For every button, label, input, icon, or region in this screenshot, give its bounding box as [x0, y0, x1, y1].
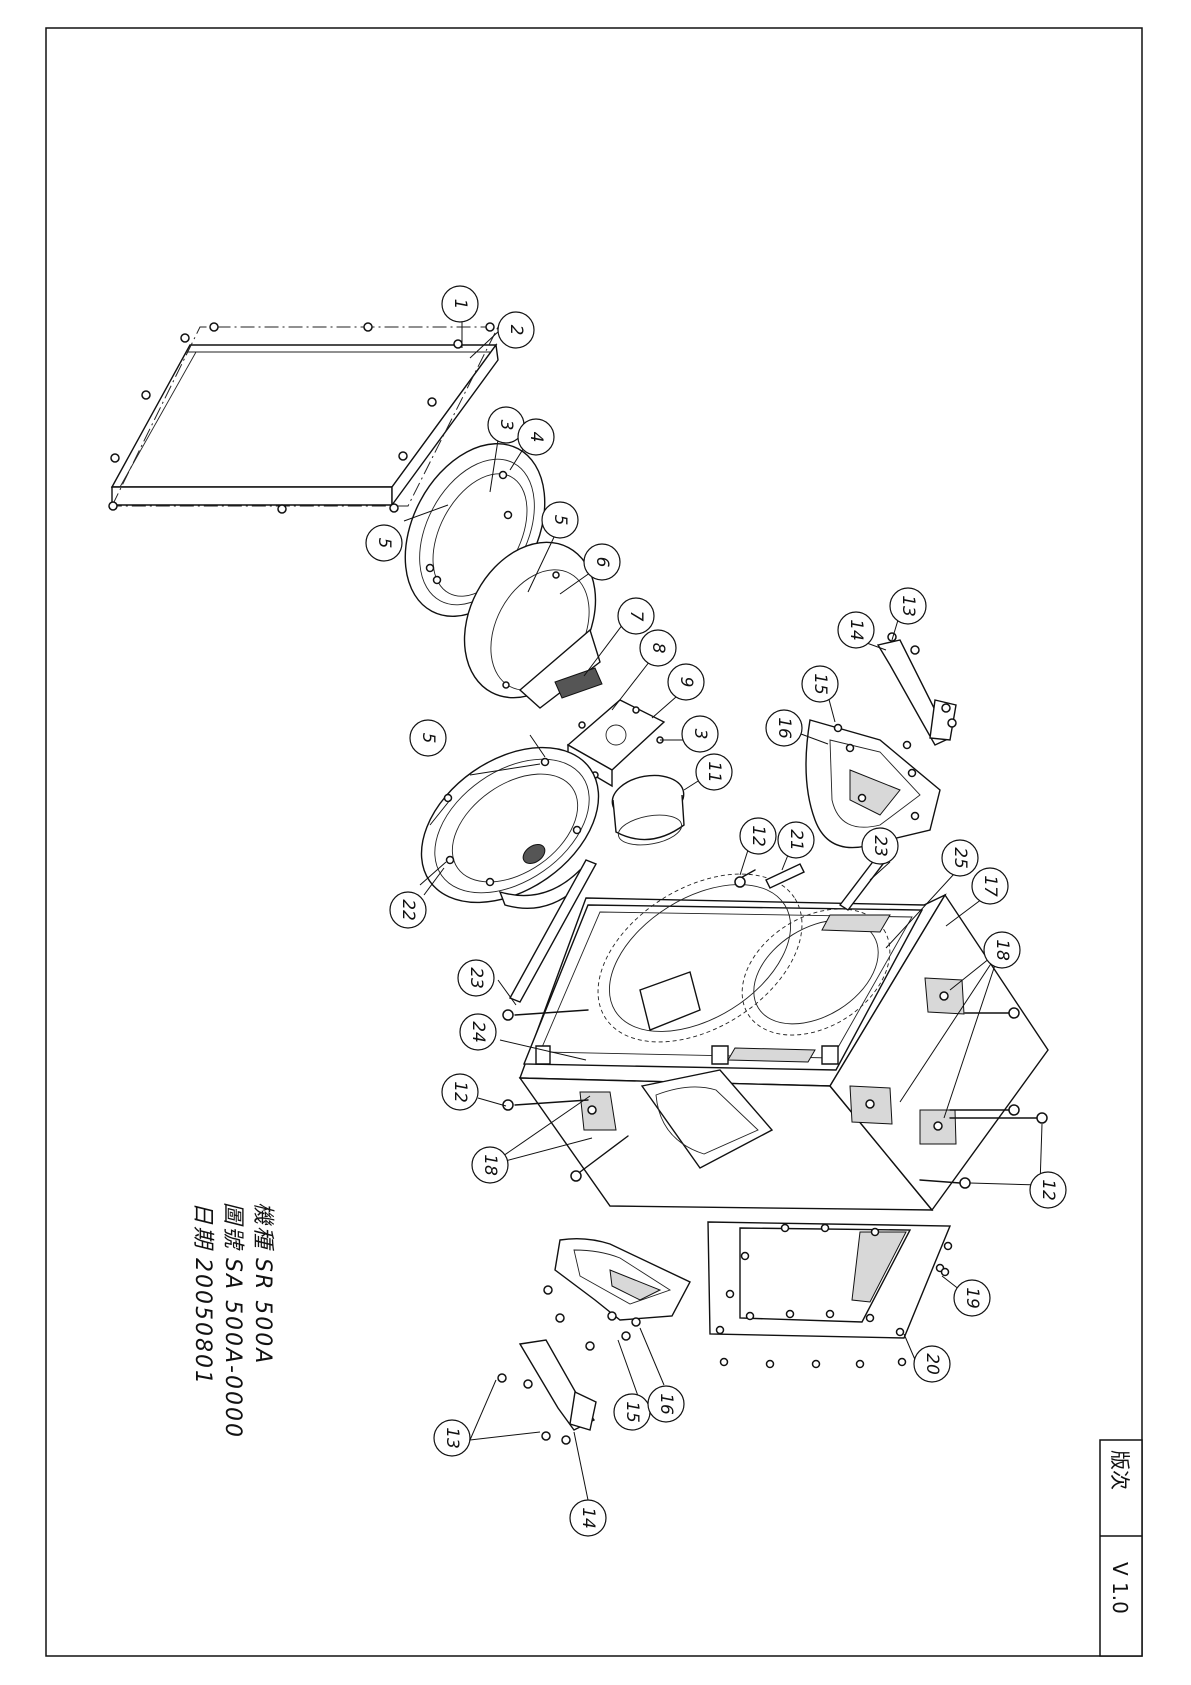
svg-text:8: 8 — [648, 643, 668, 654]
callout-18-left: 18 — [472, 1147, 508, 1183]
callout-13-right: 13 — [890, 588, 926, 624]
revision-value: V 1.0 — [1108, 1562, 1132, 1614]
svg-text:22: 22 — [398, 899, 418, 921]
svg-text:16: 16 — [774, 717, 794, 739]
svg-text:25: 25 — [950, 847, 970, 869]
date-value: 20050801 — [190, 1258, 215, 1386]
callout-18-right: 18 — [984, 932, 1020, 968]
svg-text:24: 24 — [468, 1021, 488, 1043]
callout-13-left: 13 — [434, 1420, 470, 1456]
callout-12-right: 12 — [1030, 1172, 1066, 1208]
svg-text:12: 12 — [748, 825, 768, 847]
svg-text:3: 3 — [496, 420, 516, 431]
handle-bar-right — [878, 633, 956, 745]
callout-12-top: 12 — [740, 818, 776, 854]
svg-text:20: 20 — [922, 1353, 942, 1375]
callout-14-left: 14 — [570, 1500, 606, 1536]
callout-16-right: 16 — [766, 710, 802, 746]
callout-23-top: 23 — [862, 828, 898, 864]
callout-9: 9 — [668, 664, 704, 700]
callout-19: 19 — [954, 1280, 990, 1316]
handle-cup-right — [806, 720, 940, 848]
svg-text:5: 5 — [418, 733, 438, 744]
callout-6: 6 — [584, 544, 620, 580]
callout-3b: 3 — [682, 716, 718, 752]
handle-cup-left — [544, 1239, 690, 1350]
callout-5a: 5 — [366, 525, 402, 561]
svg-text:7: 7 — [626, 611, 646, 622]
svg-text:3: 3 — [690, 729, 710, 740]
svg-text:4: 4 — [526, 432, 546, 443]
callout-20: 20 — [914, 1346, 950, 1382]
svg-text:18: 18 — [992, 939, 1012, 961]
callout-11: 11 — [696, 754, 732, 790]
svg-text:13: 13 — [442, 1427, 462, 1449]
svg-text:5: 5 — [374, 538, 394, 549]
title-block: 機種 SR 500A 圖號 SA 500A-0000 日期 20050801 — [190, 1202, 275, 1439]
callout-7: 7 — [618, 598, 654, 634]
svg-text:16: 16 — [656, 1393, 676, 1415]
svg-text:14: 14 — [846, 619, 866, 641]
model-label: 機種 — [250, 1202, 275, 1252]
svg-text:14: 14 — [578, 1507, 598, 1529]
callout-2: 2 — [498, 312, 534, 348]
drawing-number-label: 圖號 — [220, 1202, 245, 1251]
svg-text:12: 12 — [1038, 1179, 1058, 1201]
svg-text:9: 9 — [676, 677, 696, 688]
callout-22: 22 — [390, 892, 426, 928]
svg-text:1: 1 — [450, 299, 470, 310]
svg-text:17: 17 — [980, 875, 1000, 897]
callout-15-right: 15 — [802, 666, 838, 702]
revision-label: 版次 — [1108, 1450, 1132, 1490]
svg-text:11: 11 — [704, 761, 724, 783]
callout-8: 8 — [640, 630, 676, 666]
callout-25: 25 — [942, 840, 978, 876]
svg-text:15: 15 — [622, 1401, 642, 1423]
callout-23-left: 23 — [458, 960, 494, 996]
svg-text:2: 2 — [506, 325, 526, 336]
svg-text:19: 19 — [962, 1287, 982, 1309]
drawing-number-value: SA 500A-0000 — [220, 1258, 245, 1439]
compression-driver — [609, 770, 688, 849]
callout-12-left: 12 — [442, 1074, 478, 1110]
model-value: SR 500A — [250, 1258, 275, 1365]
revision-block: 版次 V 1.0 — [1100, 1440, 1142, 1656]
rear-panel-plate — [708, 1222, 952, 1338]
svg-text:23: 23 — [870, 835, 890, 857]
svg-text:12: 12 — [450, 1081, 470, 1103]
svg-text:21: 21 — [786, 829, 806, 851]
callout-14-right: 14 — [838, 612, 874, 648]
svg-text:15: 15 — [810, 673, 830, 695]
callout-1: 1 — [442, 286, 478, 322]
speaker-cabinet — [520, 839, 1048, 1210]
callout-17: 17 — [972, 868, 1008, 904]
svg-text:23: 23 — [466, 967, 486, 989]
handle-bar-left — [498, 1340, 596, 1444]
foam-strip-21 — [766, 864, 804, 888]
svg-text:13: 13 — [898, 595, 918, 617]
callout-5c: 5 — [410, 720, 446, 756]
svg-text:5: 5 — [550, 515, 570, 526]
callout-24: 24 — [460, 1014, 496, 1050]
callout-15-left: 15 — [614, 1394, 650, 1430]
callout-4: 4 — [518, 419, 554, 455]
callout-16-left: 16 — [648, 1386, 684, 1422]
date-label: 日期 — [190, 1202, 215, 1251]
svg-text:6: 6 — [592, 557, 612, 568]
svg-text:18: 18 — [480, 1154, 500, 1176]
callout-21: 21 — [778, 822, 814, 858]
callout-5b: 5 — [542, 502, 578, 538]
